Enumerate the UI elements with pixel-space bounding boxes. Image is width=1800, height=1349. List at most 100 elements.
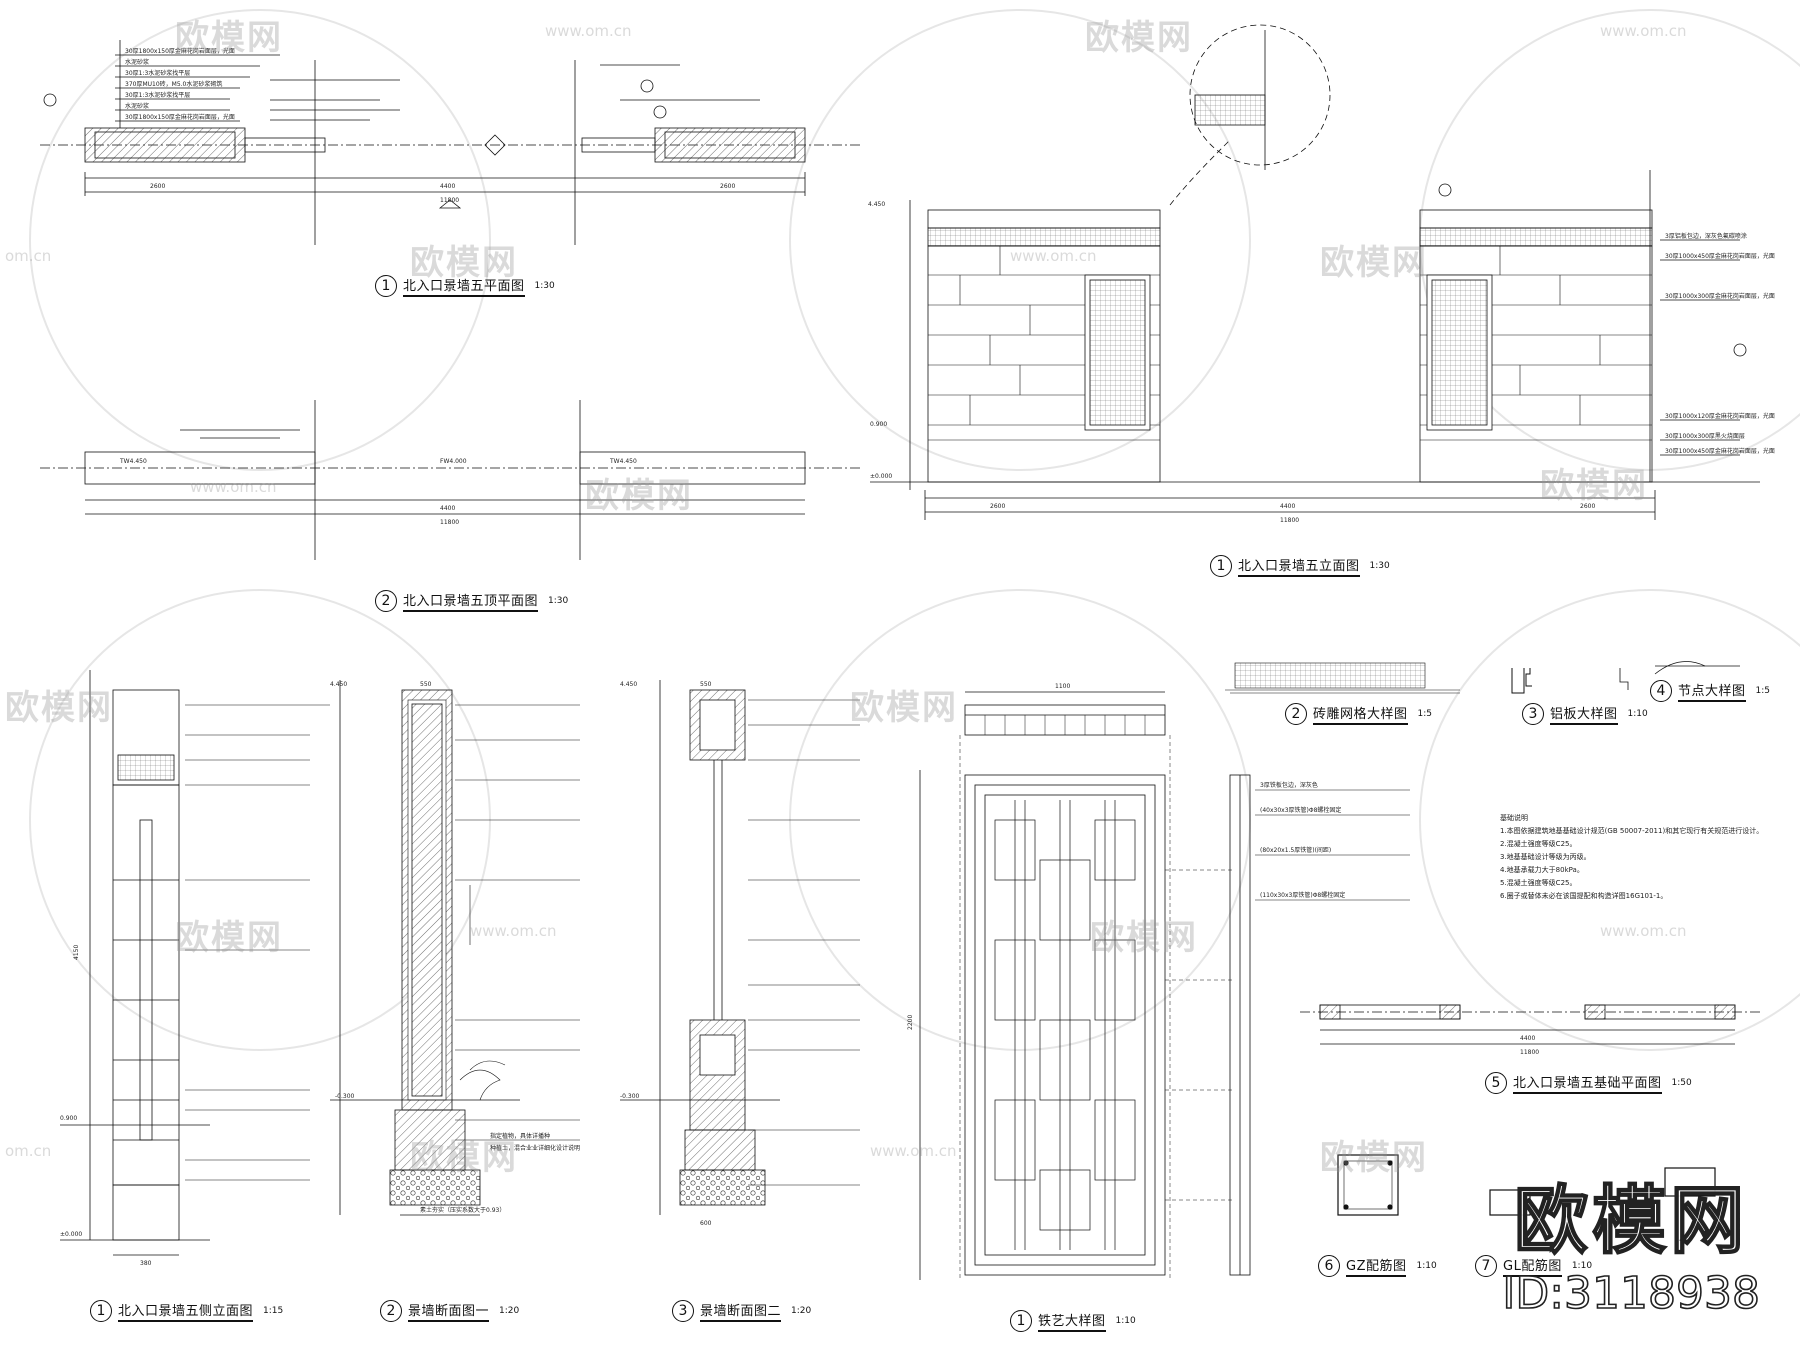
title-text: 铝板大样图: [1550, 703, 1618, 725]
title-scale: 1:10: [1416, 1261, 1437, 1271]
svg-text:种植土，混合业业详细化设计说明: 种植土，混合业业详细化设计说明: [490, 1144, 580, 1152]
dim-elev-total: 11800: [1280, 517, 1299, 524]
dim-roof-mid: 4400: [440, 505, 455, 512]
title-scale: 1:30: [548, 596, 569, 606]
drawing-title-node-detail: 4 节点大样图 1:5: [1650, 680, 1770, 702]
title-text: GZ配筋图: [1346, 1255, 1407, 1277]
svg-text:(110x30x3厚铁管)Φ8螺栓固定: (110x30x3厚铁管)Φ8螺栓固定: [1260, 891, 1345, 899]
drawing-title-side-elevation: 1 北入口景墙五侧立面图 1:15: [90, 1300, 283, 1322]
section-view-1: [330, 680, 580, 1216]
svg-text:(80x20x1.5厚铁管)(间距): (80x20x1.5厚铁管)(间距): [1260, 846, 1331, 854]
plan-view-1: [40, 40, 860, 245]
svg-text:-0.300: -0.300: [335, 1093, 355, 1100]
title-scale: 1:5: [1755, 686, 1770, 696]
title-scale: 1:10: [1627, 709, 1648, 719]
foundation-notes: 基础说明 1.本图依据建筑地基基础设计规范(GB 50007-2011)和其它现…: [1500, 812, 1763, 903]
svg-text:(40x30x3厚铁管)Φ8螺栓固定: (40x30x3厚铁管)Φ8螺栓固定: [1260, 806, 1341, 814]
title-scale: 1:50: [1671, 1078, 1692, 1088]
elev-top-mark: 4.450: [868, 201, 885, 208]
dim-gate-height: 2200: [907, 1015, 914, 1030]
svg-text:素土夯实（压实系数大于0.93）: 素土夯实（压实系数大于0.93）: [420, 1206, 505, 1214]
drawing-title-gl: 7 GL配筋图 1:10: [1475, 1255, 1592, 1277]
svg-text:水泥砂浆: 水泥砂浆: [125, 102, 149, 110]
svg-text:2600: 2600: [990, 503, 1005, 510]
svg-text:4400: 4400: [1520, 1035, 1535, 1042]
dim-plan-right: 2600: [720, 183, 735, 190]
plan-view-1-labels: 2600 4400 2600 11800 30厚1800x150厚金麻花岗岩面层…: [125, 47, 735, 204]
foundation-plan: [1300, 1004, 1760, 1045]
title-text: 北入口景墙五立面图: [1238, 555, 1360, 577]
title-text: 景墙断面图一: [408, 1300, 490, 1322]
title-number: 1: [1010, 1310, 1032, 1332]
drawing-title-aluminum-plate: 3 铝板大样图 1:10: [1522, 703, 1648, 725]
section-view-2: [620, 680, 860, 1215]
title-number: 6: [1318, 1255, 1340, 1277]
iron-gate-detail: [919, 691, 1410, 1280]
title-number: 1: [1210, 555, 1232, 577]
notes-line: 3.地基基础设计等级为丙级。: [1500, 853, 1591, 861]
drawing-title-plan: 1 北入口景墙五平面图 1:30: [375, 275, 555, 297]
title-scale: 1:10: [1115, 1316, 1136, 1326]
drawing-title-iron-gate: 1 铁艺大样图 1:10: [1010, 1310, 1136, 1332]
title-number: 1: [90, 1300, 112, 1322]
dim-plan-mid: 4400: [440, 183, 455, 190]
title-text: 节点大样图: [1678, 680, 1746, 702]
title-number: 2: [380, 1300, 402, 1322]
svg-text:0.900: 0.900: [60, 1115, 77, 1122]
dim-side-height: 4150: [73, 945, 80, 960]
title-scale: 1:20: [499, 1306, 520, 1316]
title-text: 砖雕网格大样图: [1313, 703, 1408, 725]
elevation-view: [870, 24, 1760, 520]
side-ground-mark: ±0.000: [60, 1231, 82, 1238]
notes-line: 4.地基承载力大于80kPa。: [1500, 866, 1584, 874]
title-number: 2: [375, 590, 397, 612]
title-number: 2: [1285, 703, 1307, 725]
title-number: 4: [1650, 680, 1672, 702]
title-scale: 1:10: [1571, 1261, 1593, 1271]
brand-id: ID:3118938: [1502, 1267, 1761, 1320]
gz-reinforcement: [1337, 1154, 1399, 1216]
title-text: 北入口景墙五顶平面图: [403, 590, 539, 612]
drawing-title-elevation: 1 北入口景墙五立面图 1:30: [1210, 555, 1390, 577]
svg-text:指定植物，具体详播种: 指定植物，具体详播种: [490, 1132, 550, 1140]
brand-logo-text: 欧模网: [1513, 1177, 1749, 1265]
svg-text:-0.300: -0.300: [620, 1093, 640, 1100]
dim-plan-total: 11800: [440, 197, 459, 204]
drawing-title-gz: 6 GZ配筋图 1:10: [1318, 1255, 1437, 1277]
svg-text:600: 600: [700, 1220, 712, 1227]
title-number: 7: [1475, 1255, 1497, 1277]
title-text: 景墙断面图二: [700, 1300, 782, 1322]
brick-carving-detail: [1225, 662, 1460, 694]
drawing-title-roof-plan: 2 北入口景墙五顶平面图 1:30: [375, 590, 568, 612]
title-scale: 1:20: [791, 1306, 812, 1316]
title-text: 北入口景墙五平面图: [403, 275, 525, 297]
title-scale: 1:5: [1417, 709, 1432, 719]
title-scale: 1:30: [1369, 561, 1390, 571]
title-number: 5: [1485, 1072, 1507, 1094]
plan-view-2: [40, 400, 860, 560]
svg-text:30厚1:3水泥砂浆找平层: 30厚1:3水泥砂浆找平层: [125, 69, 190, 77]
title-number: 3: [1522, 703, 1544, 725]
gl-reinforcement: [1489, 1167, 1716, 1216]
svg-text:3厚铁板包边，深灰色: 3厚铁板包边，深灰色: [1260, 781, 1318, 789]
svg-text:30厚1000x300厚金麻花岗岩面层，光面: 30厚1000x300厚金麻花岗岩面层，光面: [1665, 292, 1775, 300]
svg-text:30厚1800x150厚金麻花岗岩面层，光面: 30厚1800x150厚金麻花岗岩面层，光面: [125, 113, 235, 121]
title-number: 1: [375, 275, 397, 297]
drawing-title-section-2: 3 景墙断面图二 1:20: [672, 1300, 811, 1322]
svg-text:30厚1800x150厚金麻花岗岩面层，光面: 30厚1800x150厚金麻花岗岩面层，光面: [125, 47, 235, 55]
brand-overlay: 欧模网 ID:3118938: [1502, 1161, 1761, 1320]
node-detail: [1619, 661, 1740, 690]
elev-base-mark: ±0.000: [870, 473, 892, 480]
svg-text:2600: 2600: [1580, 503, 1595, 510]
title-text: 铁艺大样图: [1038, 1310, 1106, 1332]
side-elevation: [60, 670, 330, 1256]
svg-text:TW4.450: TW4.450: [119, 458, 147, 465]
svg-text:30厚1000x450厚金麻花岗岩面层，光面: 30厚1000x450厚金麻花岗岩面层，光面: [1665, 447, 1775, 455]
title-text: GL配筋图: [1503, 1255, 1562, 1277]
notes-line: 1.本图依据建筑地基基础设计规范(GB 50007-2011)和其它现行有关规范…: [1500, 827, 1764, 835]
svg-text:TW4.450: TW4.450: [609, 458, 637, 465]
notes-line: 6.圈子或替体未必在该国提配和构造详图16G101-1。: [1500, 892, 1668, 900]
svg-text:30厚1000x300厚黑火烧面层: 30厚1000x300厚黑火烧面层: [1665, 432, 1745, 440]
drawing-title-section-1: 2 景墙断面图一 1:20: [380, 1300, 519, 1322]
